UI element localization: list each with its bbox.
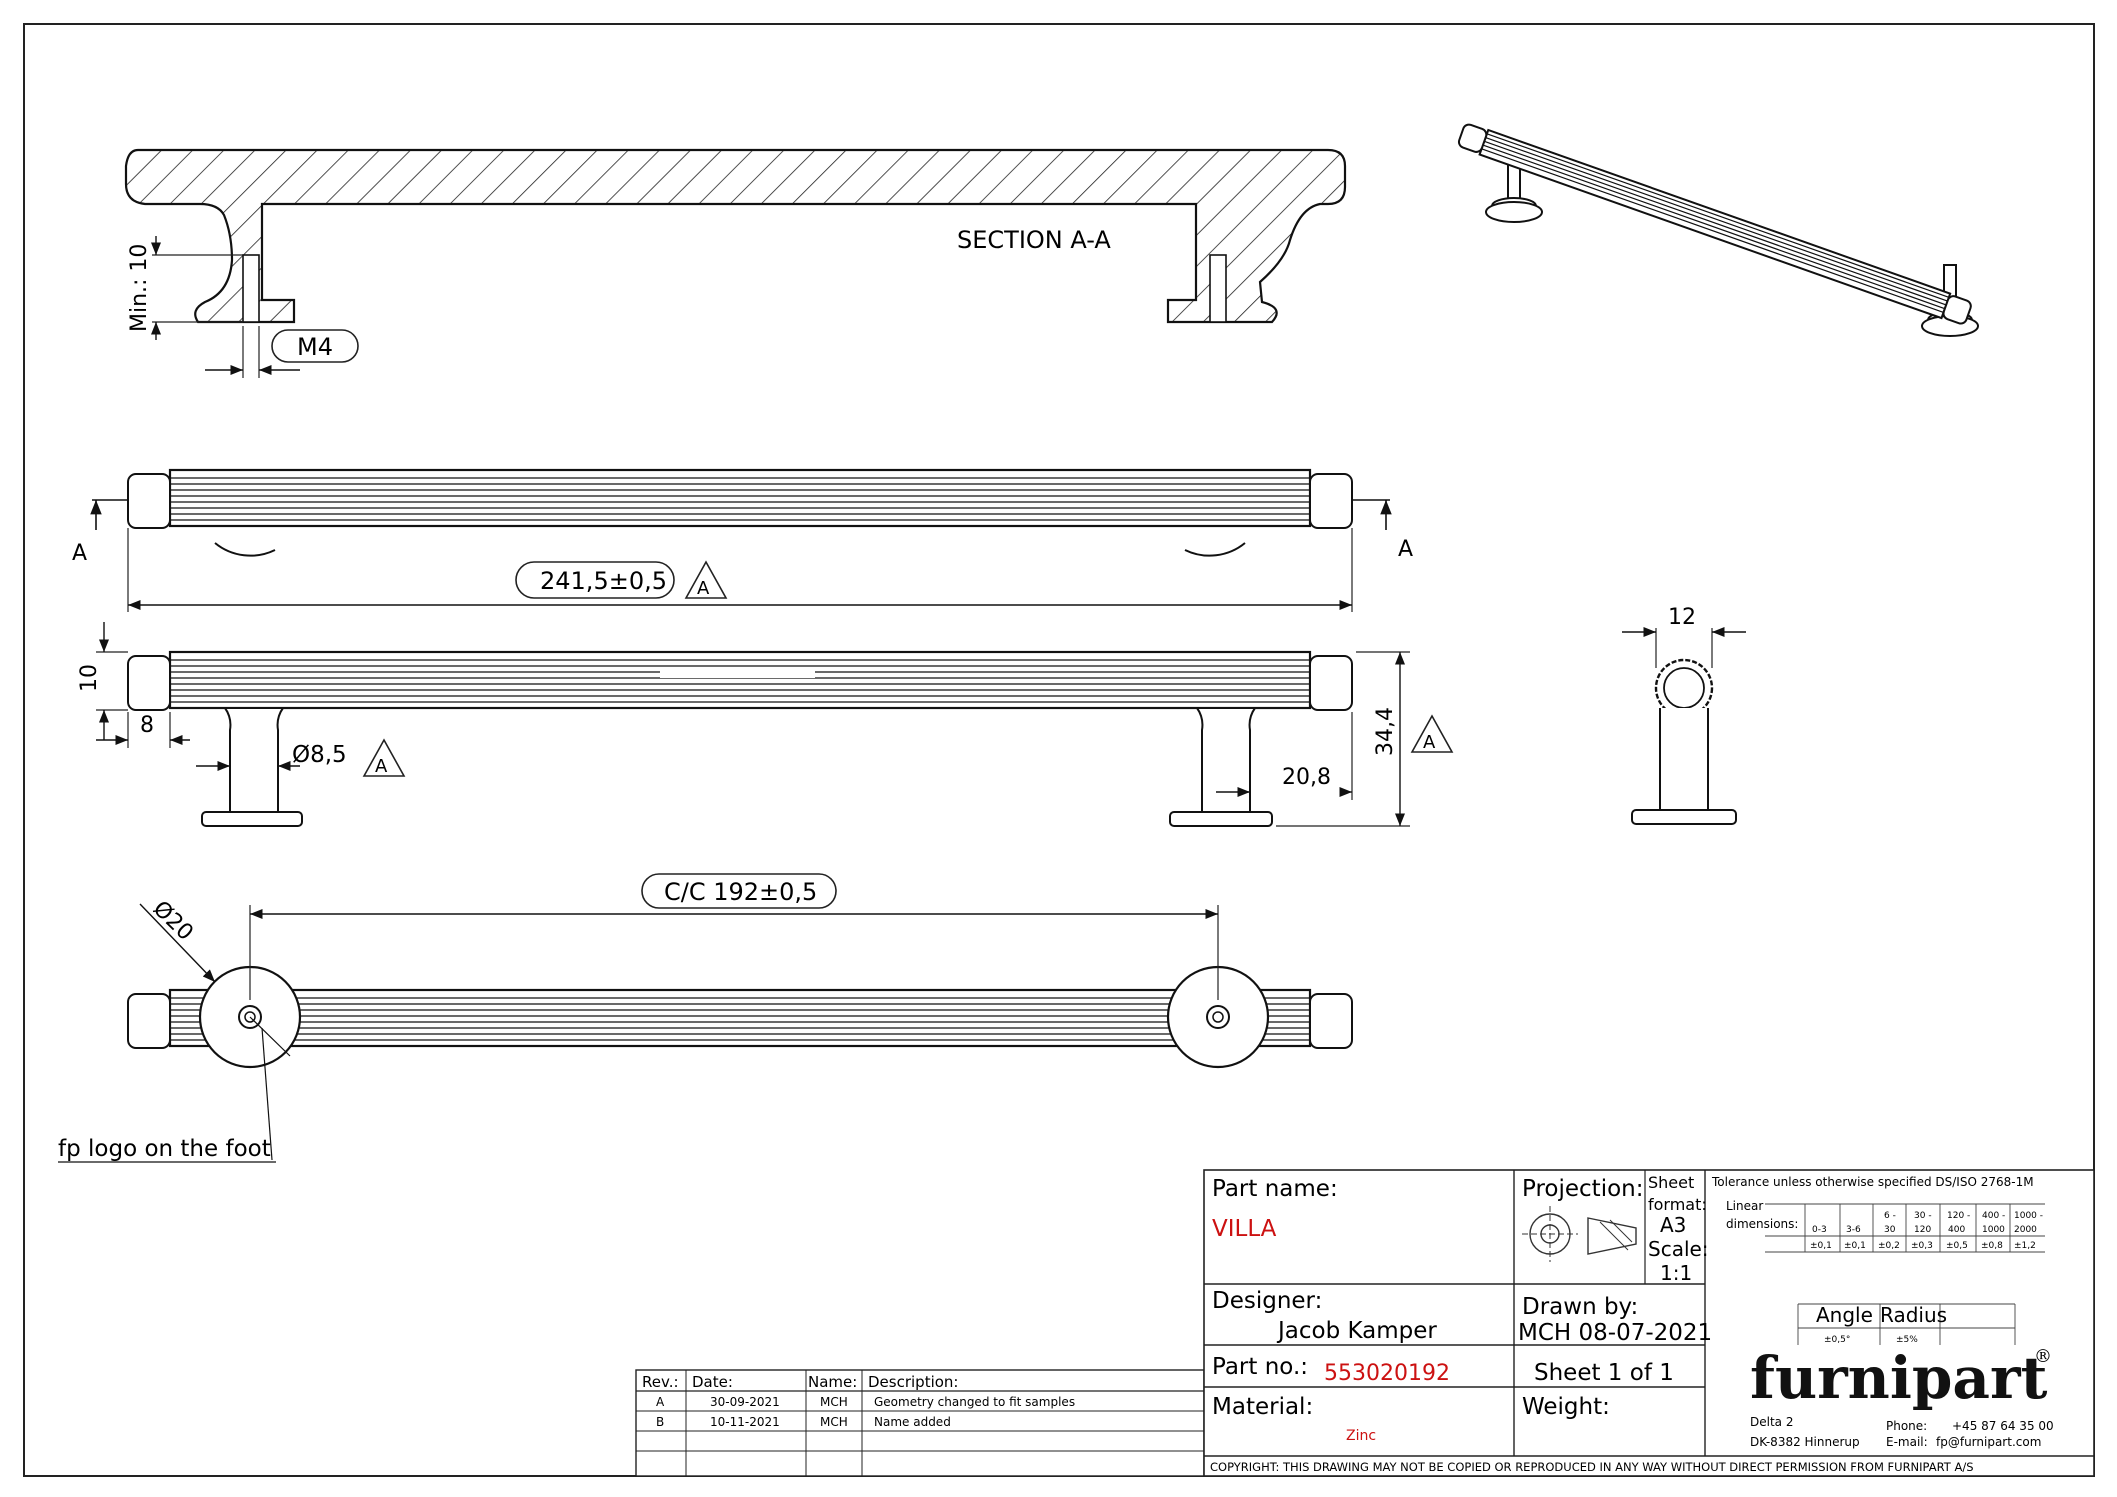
projection-symbol-icon <box>1522 1206 1637 1262</box>
tol-value-4: ±0,3 <box>1911 1241 1933 1251</box>
dim-width: 12 <box>1668 605 1696 630</box>
section-marker-right: A <box>1398 537 1413 562</box>
phone-value: +45 87 64 35 00 <box>1952 1419 2054 1433</box>
sheet-format-value: A3 <box>1660 1213 1686 1237</box>
registered-mark: ® <box>2034 1346 2052 1367</box>
part-name-value: VILLA <box>1212 1216 1277 1242</box>
section-label: SECTION A-A <box>957 226 1111 254</box>
bottom-view: C/C 192±0,5 Ø20 fp logo on the foot <box>58 873 1353 1163</box>
rev-row-a-date: 30-09-2021 <box>710 1395 780 1409</box>
side-view: 12 <box>1622 605 1746 825</box>
datum-post: A <box>375 756 388 777</box>
scale-value: 1:1 <box>1660 1261 1692 1285</box>
note-logo: fp logo on the foot <box>58 1136 271 1162</box>
address-line-2: DK-8382 Hinnerup <box>1750 1435 1860 1449</box>
section-profile <box>124 148 1347 324</box>
rev-row-b-name: MCH <box>820 1415 848 1429</box>
drawn-by-label: Drawn by: <box>1522 1294 1638 1320</box>
email-value: fp@furnipart.com <box>1936 1435 2041 1449</box>
material-label: Material: <box>1212 1394 1313 1420</box>
tol-range-6: 1000 <box>1982 1225 2005 1235</box>
angle-value: ±0,5° <box>1824 1335 1850 1345</box>
copyright-notice: COPYRIGHT: THIS DRAWING MAY NOT BE COPIE… <box>1210 1460 1974 1474</box>
tol-range-4: 120 <box>1914 1225 1931 1235</box>
tol-range-top-6: 400 - <box>1982 1211 2005 1221</box>
tol-range-2: 3-6 <box>1846 1225 1861 1235</box>
radius-value: ±5% <box>1896 1335 1918 1345</box>
rev-row-b-description: Name added <box>874 1415 951 1429</box>
address-line-1: Delta 2 <box>1750 1415 1793 1429</box>
dim-post-offset: 20,8 <box>1282 765 1331 790</box>
rev-row-b-rev: B <box>656 1415 664 1429</box>
rev-header-description: Description: <box>868 1373 958 1391</box>
designer-label: Designer: <box>1212 1288 1322 1314</box>
dim-height-end: 10 <box>77 664 102 692</box>
tol-range-top-5: 120 - <box>1947 1211 1970 1221</box>
left-thread-hole <box>242 254 260 323</box>
tol-range-5: 400 <box>1948 1225 1965 1235</box>
company-logo: furnipart <box>1750 1344 2048 1412</box>
part-name-label: Part name: <box>1212 1176 1338 1202</box>
sheet-count: Sheet 1 of 1 <box>1534 1360 1674 1386</box>
weight-label: Weight: <box>1522 1394 1610 1420</box>
isometric-view <box>1457 123 1979 337</box>
tol-value-1: ±0,1 <box>1810 1241 1832 1251</box>
right-thread-hole <box>1209 254 1227 323</box>
rev-header-rev: Rev.: <box>642 1373 679 1391</box>
front-view: 10 8 Ø8,5 A 20,8 34,4 A <box>77 622 1454 827</box>
tolerance-title: Tolerance unless otherwise specified DS/… <box>1711 1175 2034 1189</box>
material-value: Zinc <box>1346 1428 1376 1444</box>
dim-foot-dia: Ø20 <box>148 896 198 945</box>
title-block: Part name: VILLA Projection: Sheet forma… <box>1203 1169 2095 1477</box>
drawn-by-value: MCH 08-07-2021 <box>1518 1320 1712 1346</box>
dim-length: 241,5±0,5 <box>540 567 667 595</box>
rev-header-date: Date: <box>692 1373 733 1391</box>
dim-end-length: 8 <box>140 713 154 738</box>
dim-cc: C/C 192±0,5 <box>664 878 817 906</box>
datum-length: A <box>697 578 710 599</box>
linear-label-1: Linear <box>1726 1199 1763 1213</box>
datum-height: A <box>1423 732 1436 753</box>
rev-row-b-date: 10-11-2021 <box>710 1415 780 1429</box>
phone-label: Phone: <box>1886 1419 1927 1433</box>
rev-row-a-rev: A <box>656 1395 665 1409</box>
dim-thread: M4 <box>297 333 333 361</box>
tol-value-3: ±0,2 <box>1878 1241 1900 1251</box>
tol-range-top-7: 1000 - <box>2014 1211 2043 1221</box>
revision-table: Rev.: Date: Name: Description: A 30-09-2… <box>635 1369 1205 1477</box>
linear-label-2: dimensions: <box>1726 1217 1798 1231</box>
designer-value: Jacob Kamper <box>1276 1318 1437 1344</box>
section-view: SECTION A-A Min.: 10 M4 <box>124 148 1347 378</box>
rev-row-a-name: MCH <box>820 1395 848 1409</box>
tol-value-6: ±0,8 <box>1981 1241 2003 1251</box>
angle-label: Angle <box>1816 1303 1873 1327</box>
tol-value-7: ±1,2 <box>2014 1241 2036 1251</box>
tol-range-7: 2000 <box>2014 1225 2037 1235</box>
radius-label: Radius <box>1880 1303 1947 1327</box>
sheet-format-label-2: format: <box>1648 1195 1707 1214</box>
tol-value-5: ±0,5 <box>1946 1241 1968 1251</box>
email-label: E-mail: <box>1886 1435 1928 1449</box>
projection-label: Projection: <box>1522 1176 1643 1202</box>
sheet-format-label-1: Sheet <box>1648 1173 1694 1192</box>
rev-header-name: Name: <box>808 1373 857 1391</box>
section-marker-left: A <box>72 541 87 566</box>
tol-value-2: ±0,1 <box>1844 1241 1866 1251</box>
tol-range-top-3: 6 - <box>1884 1211 1896 1221</box>
dim-min-thread: Min.: 10 <box>127 244 152 332</box>
part-no-value: 553020192 <box>1324 1361 1450 1386</box>
dim-total-height: 34,4 <box>1373 707 1398 756</box>
top-view: A A 241,5±0,5 A <box>72 468 1413 612</box>
rev-row-a-description: Geometry changed to fit samples <box>874 1395 1075 1409</box>
tol-range-1: 0-3 <box>1812 1225 1827 1235</box>
part-no-label: Part no.: <box>1212 1354 1308 1380</box>
scale-label: Scale: <box>1648 1237 1709 1261</box>
tol-range-top-4: 30 - <box>1914 1211 1932 1221</box>
tol-range-3: 30 <box>1884 1225 1896 1235</box>
dim-post-dia: Ø8,5 <box>292 742 347 768</box>
